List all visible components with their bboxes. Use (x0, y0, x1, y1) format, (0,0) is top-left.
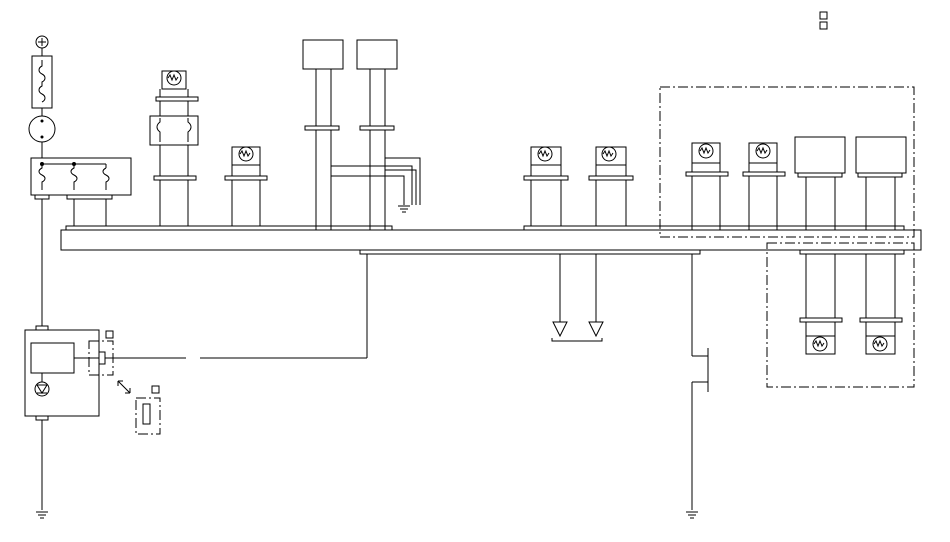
legend-squares (819, 11, 828, 30)
relay-boxes (302, 39, 421, 230)
optional-block-bottom (766, 242, 915, 388)
lamp-3 (523, 146, 569, 230)
output-arrows (551, 254, 604, 342)
lamp-7 (799, 254, 843, 355)
lamp-2 (224, 146, 268, 230)
lamp-8 (859, 254, 903, 355)
lamp-6 (742, 142, 786, 230)
lamp-4 (588, 146, 634, 230)
main-harness-bus (60, 229, 922, 251)
ground-switch (686, 254, 709, 519)
optional-block-top (659, 86, 915, 238)
lamp-5 (685, 142, 729, 230)
relay-box-4 (855, 136, 907, 230)
relay-box-3 (794, 136, 846, 230)
control-unit (24, 250, 368, 510)
lamp-switch-group (149, 70, 199, 230)
ground-icon (36, 511, 48, 519)
detachable-connector (117, 380, 161, 435)
supply-column (28, 35, 132, 326)
